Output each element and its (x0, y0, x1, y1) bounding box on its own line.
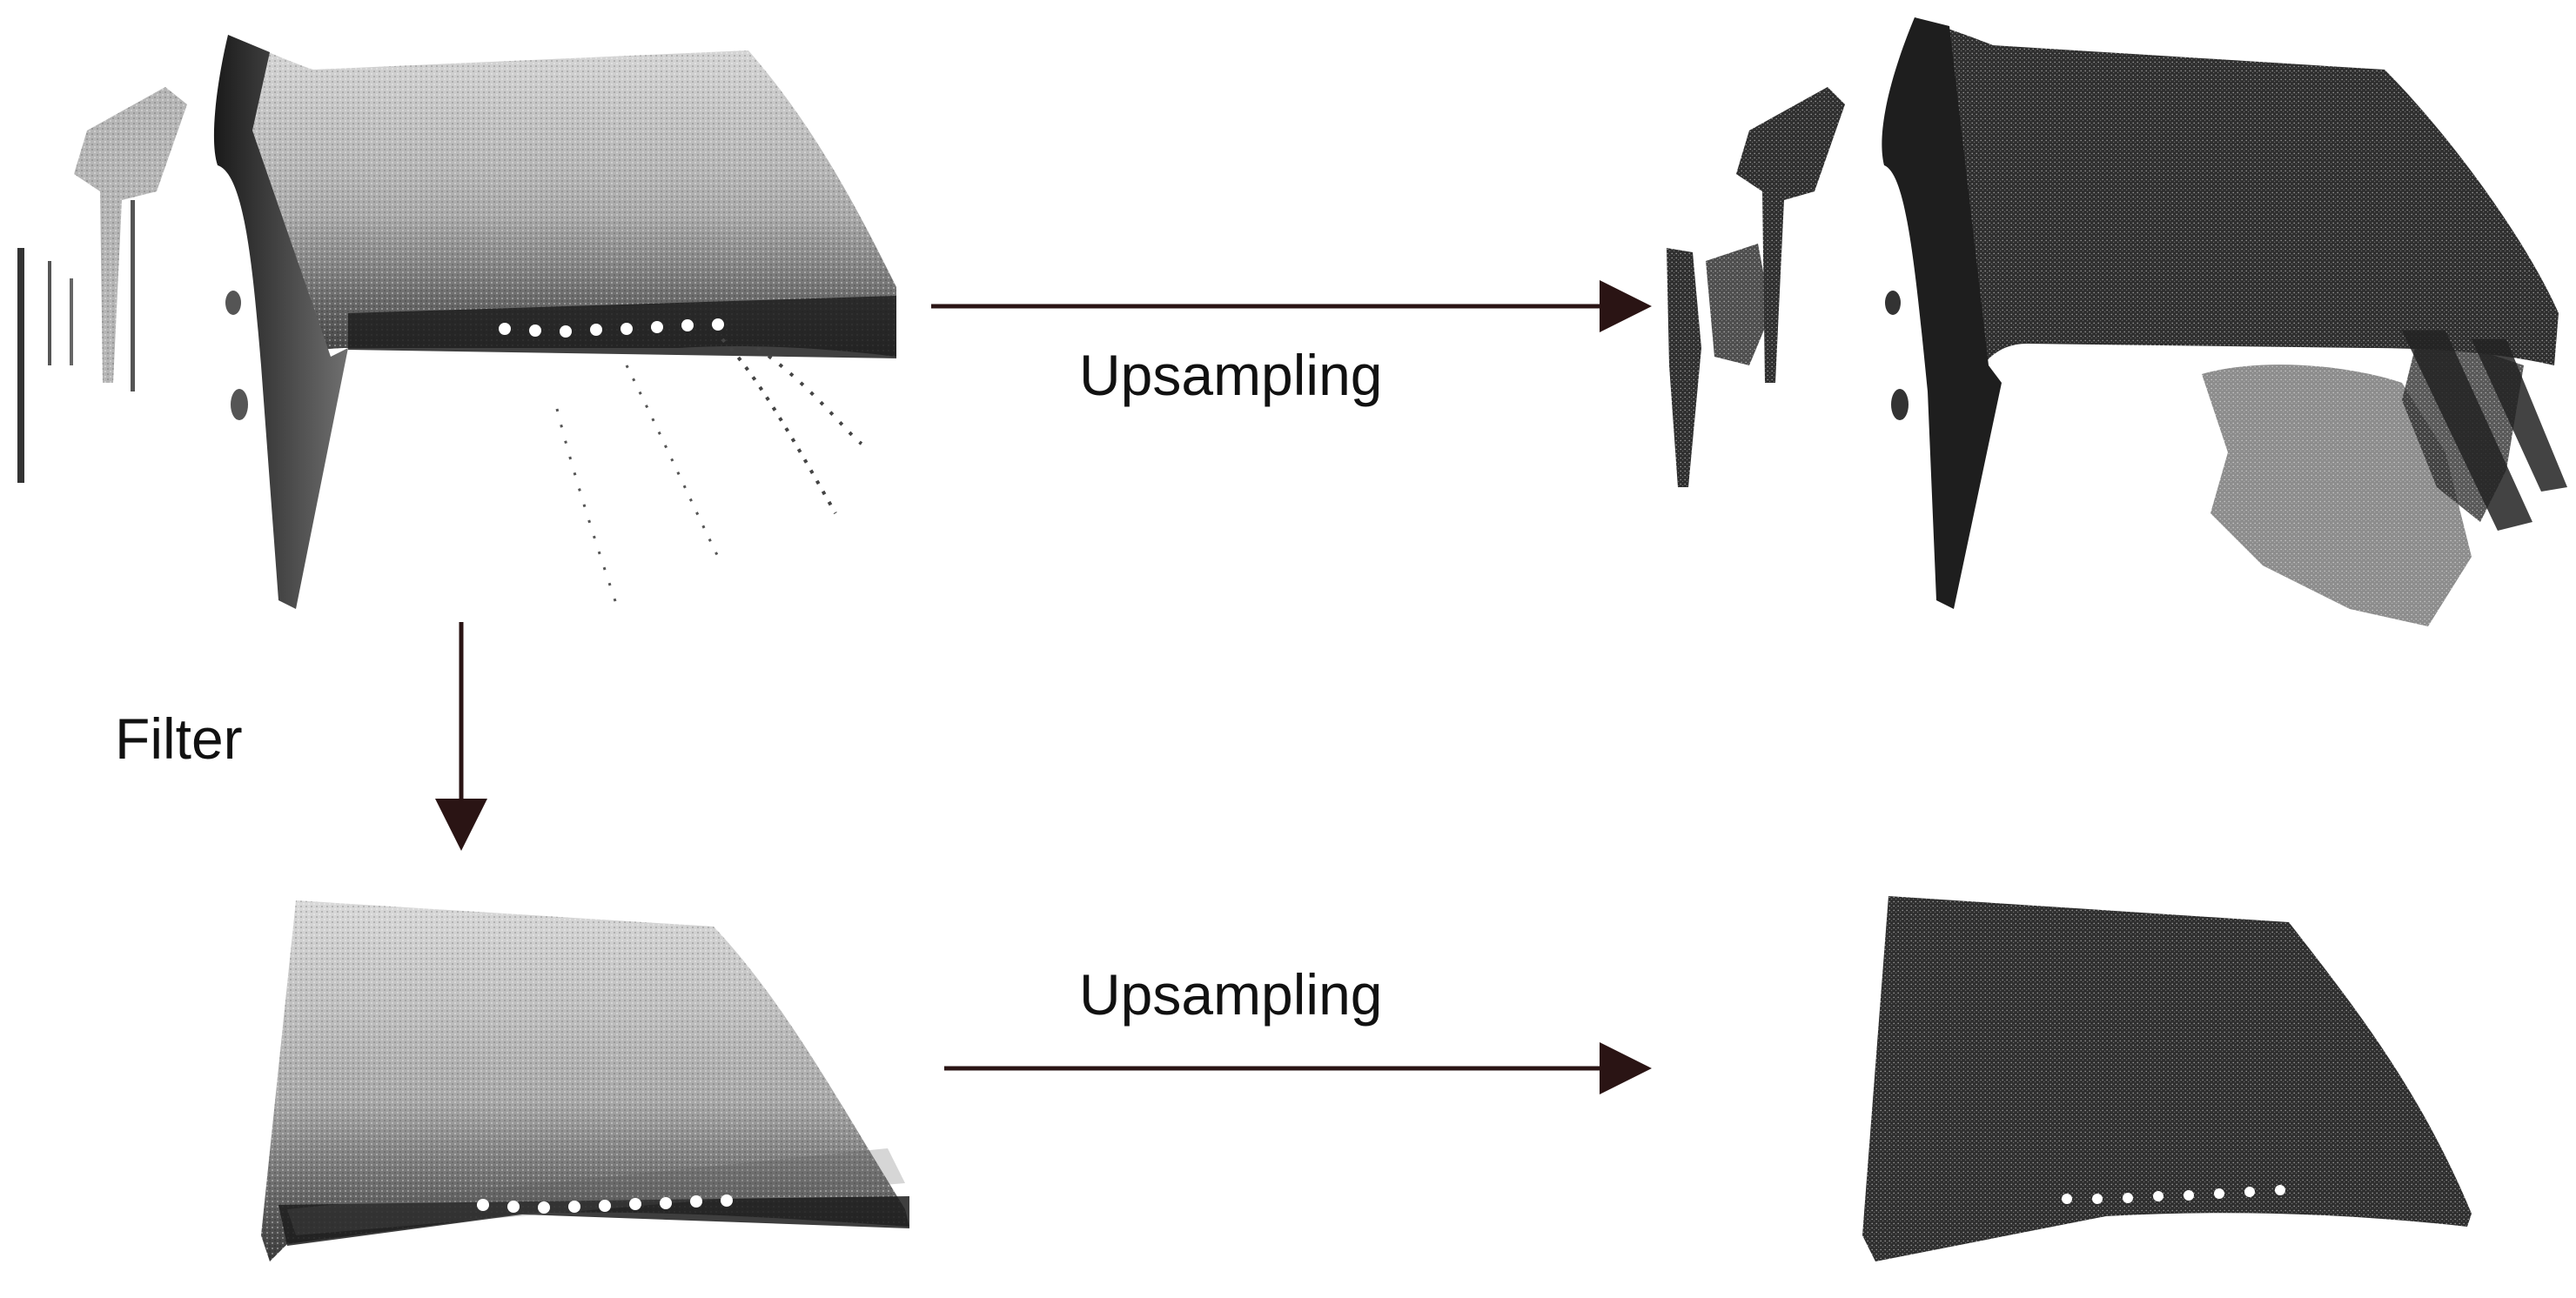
filtered-upsampled-point-cloud (1862, 896, 2472, 1261)
arrow-upsampling-top (931, 280, 1652, 332)
filter-label: Filter (115, 706, 243, 771)
upsampling-label-bottom: Upsampling (1079, 962, 1383, 1027)
raw-point-cloud (17, 35, 896, 610)
filtered-point-cloud (261, 900, 909, 1261)
upsampled-point-cloud (1667, 17, 2567, 626)
arrow-upsampling-bottom (944, 1042, 1652, 1094)
upsampling-label-top: Upsampling (1079, 343, 1383, 407)
arrow-filter (435, 622, 487, 851)
